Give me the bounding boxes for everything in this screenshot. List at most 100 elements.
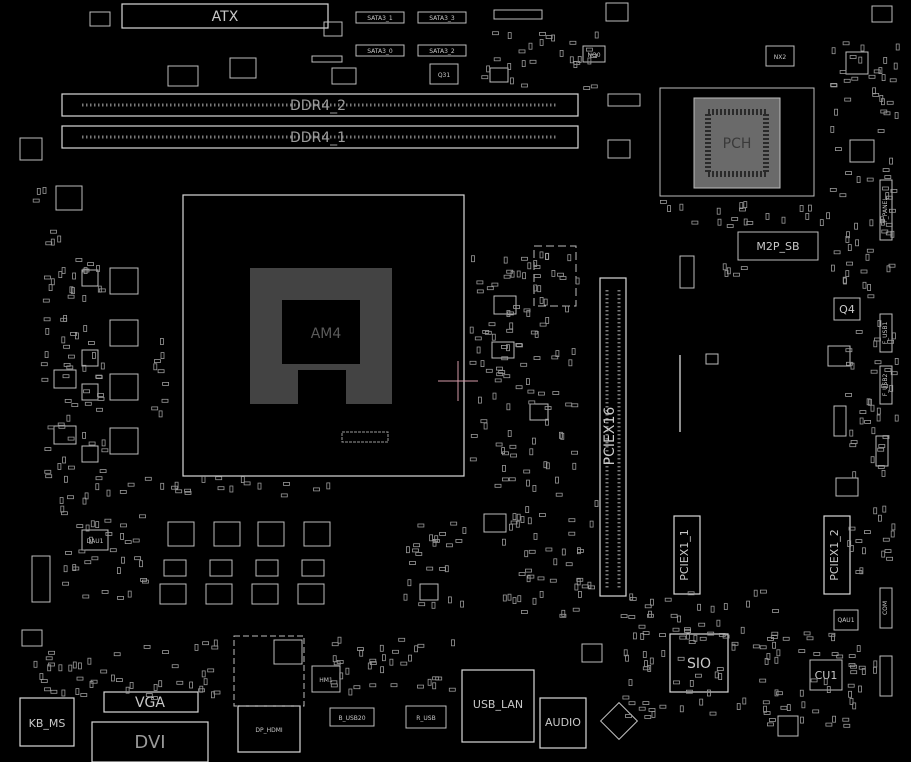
smd-pad <box>707 689 711 697</box>
audio-port[interactable]: AUDIO <box>539 697 587 749</box>
smd-pad <box>60 317 68 322</box>
smd-pad <box>707 631 715 636</box>
smd-pad <box>125 686 130 694</box>
smd-pad <box>590 84 598 89</box>
cpu-socket[interactable]: AM4 <box>182 194 465 477</box>
smd-pad <box>495 442 503 447</box>
dvi-port[interactable]: DVI <box>91 721 209 762</box>
pciex1-1-slot[interactable]: PCIEX1_1 <box>673 515 701 595</box>
smd-pad <box>157 369 165 374</box>
sata3-1-connector[interactable]: SATA3_1 <box>355 11 405 24</box>
chip-2 <box>229 57 257 79</box>
smd-pad <box>640 633 645 640</box>
smd-pad <box>176 680 184 685</box>
smd-pad <box>532 484 537 492</box>
smd-pad <box>884 175 892 180</box>
smd-pad <box>878 444 886 448</box>
smd-pad <box>651 711 656 718</box>
smd-pad <box>85 524 90 532</box>
r-usb-port[interactable]: R_USB <box>405 705 447 729</box>
smd-pad <box>44 275 51 280</box>
smd-pad <box>434 535 439 543</box>
smd-pad <box>561 609 566 617</box>
smd-pad <box>759 678 767 683</box>
sata3-3-connector[interactable]: SATA3_3 <box>417 11 467 24</box>
smd-pad <box>201 475 206 483</box>
f-usb1-header[interactable]: F_USB1 <box>879 313 893 353</box>
pciex16-slot[interactable]: PCIEX16 <box>599 277 627 597</box>
smd-pad <box>826 686 831 693</box>
smd-pad <box>392 649 399 654</box>
sata3-0-connector[interactable]: SATA3_0 <box>355 44 405 57</box>
smd-pad <box>469 457 477 462</box>
smd-pad <box>512 597 517 604</box>
pch-chip[interactable]: PCH <box>659 87 815 197</box>
smd-pad <box>418 602 426 607</box>
smd-pad <box>839 193 847 198</box>
smd-pad <box>736 703 741 710</box>
smd-pad <box>160 352 165 360</box>
pciex1-2-slot[interactable]: PCIEX1_2 <box>823 515 851 595</box>
smd-pad <box>82 268 90 273</box>
smd-pad <box>483 422 488 430</box>
cu1-chip: CU1 <box>809 659 843 691</box>
ddr4-1-slot[interactable]: DDR4_1 <box>61 125 579 149</box>
f-panel-header[interactable]: F_PANEL <box>879 179 893 241</box>
smd-pad <box>559 431 563 439</box>
smd-pad <box>494 483 502 488</box>
smd-pad <box>891 523 896 531</box>
smd-pad <box>834 108 838 116</box>
smd-pad <box>450 521 458 526</box>
sata3-2-connector[interactable]: SATA3_2 <box>417 44 467 57</box>
smd-pad <box>849 545 854 552</box>
smd-pad <box>567 254 572 262</box>
smd-pad <box>39 673 44 680</box>
sio-chip[interactable]: SIO <box>669 633 729 693</box>
smd-pad <box>765 212 770 220</box>
smd-pad <box>594 31 599 39</box>
hdmi-filter <box>233 635 305 707</box>
usb-lan-port[interactable]: USB_LAN <box>461 669 535 743</box>
smd-pad <box>45 327 50 335</box>
f-panel-label: F_PANEL <box>882 197 889 223</box>
audio-chip <box>581 643 603 663</box>
smd-pad <box>101 590 109 594</box>
kb-chip <box>21 629 43 647</box>
smd-pad <box>877 129 885 133</box>
smd-pad <box>76 524 84 528</box>
b-usb20-header[interactable]: B_USB20 <box>329 707 375 727</box>
right-vertical-2 <box>875 435 889 467</box>
atx-connector[interactable]: ATX <box>121 3 329 29</box>
smd-pad <box>444 565 449 573</box>
smd-pad <box>62 456 66 464</box>
smd-pad <box>518 572 526 576</box>
smd-pad <box>87 657 92 665</box>
smd-pad <box>460 600 465 608</box>
smd-pad <box>88 341 95 345</box>
smd-pad <box>44 687 51 692</box>
smd-pad <box>642 666 650 671</box>
kb-ms-port[interactable]: KB_MS <box>19 697 75 747</box>
smd-pad <box>568 531 576 536</box>
smd-pad <box>95 521 100 528</box>
smd-pad <box>526 575 531 583</box>
smd-pad <box>889 78 897 83</box>
smd-pad <box>471 255 475 263</box>
bottom-right-chip <box>777 715 799 737</box>
smd-pad <box>571 348 576 355</box>
smd-pad <box>516 513 521 521</box>
nx2-label: NX2 <box>774 54 787 61</box>
smd-pad <box>75 258 83 262</box>
smd-pad <box>859 417 864 425</box>
smd-pad <box>72 661 77 669</box>
com-header[interactable]: COM <box>879 587 893 629</box>
smd-pad <box>257 482 262 490</box>
smd-pad <box>113 652 121 657</box>
m2p-sb-slot[interactable]: M2P_SB <box>737 231 819 261</box>
ddr4-2-slot[interactable]: DDR4_2 <box>61 93 579 117</box>
dp-hdmi-port[interactable]: DP_HDMI <box>237 705 301 753</box>
smd-pad <box>549 578 557 583</box>
smd-pad <box>462 527 467 534</box>
vga-port[interactable]: VGA <box>103 691 199 713</box>
